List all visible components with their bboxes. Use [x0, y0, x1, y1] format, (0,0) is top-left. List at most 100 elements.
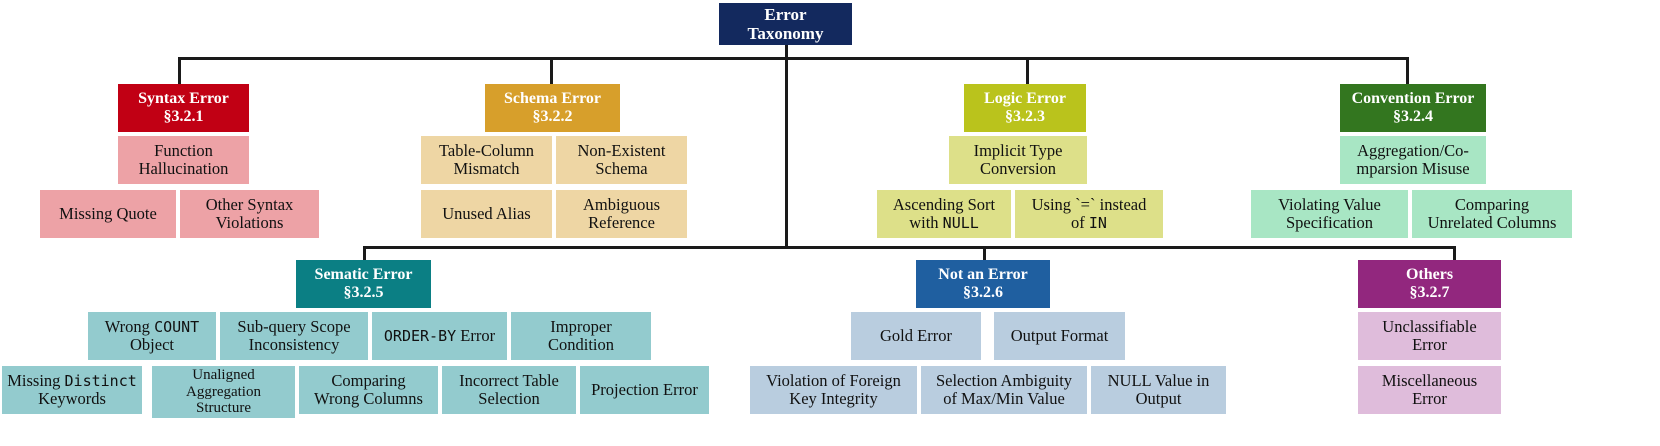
node-line: of IN: [1071, 213, 1107, 232]
node-missing-quote[interactable]: Missing Quote: [40, 190, 176, 238]
node-keyword: IN: [1088, 214, 1107, 232]
node-not-an-error[interactable]: Not an Error §3.2.6: [916, 260, 1050, 308]
node-unused-alias[interactable]: Unused Alias: [421, 190, 552, 238]
node-line: §3.2.2: [532, 108, 573, 125]
node-line: Key Integrity: [789, 389, 878, 408]
node-line: Sematic Error: [314, 266, 413, 284]
node-line: Schema Error: [503, 90, 601, 108]
node-line: NULL Value in: [1107, 370, 1210, 390]
node-line: §3.2.7: [1409, 284, 1450, 301]
connector-root-stem: [785, 44, 788, 59]
node-missing-distinct-keywords[interactable]: Missing Distinct Keywords: [2, 366, 142, 414]
node-table-column-mismatch[interactable]: Table-Column Mismatch: [421, 136, 552, 184]
node-incorrect-table-selection[interactable]: Incorrect Table Selection: [442, 366, 576, 414]
node-line: Error: [764, 4, 807, 24]
node-line: Selection Ambiguity: [935, 370, 1073, 390]
node-line: Violation of Foreign: [766, 370, 901, 390]
node-line: Selection: [478, 389, 540, 408]
node-text: Error: [456, 325, 496, 345]
node-aggregation-comparison-misuse[interactable]: Aggregation/Co- mparsion Misuse: [1340, 136, 1486, 184]
node-line: Table-Column: [438, 140, 535, 160]
node-implicit-type-conversion[interactable]: Implicit Type Conversion: [949, 136, 1087, 184]
node-line: Wrong COUNT: [104, 316, 199, 336]
node-line: §3.2.5: [343, 284, 384, 301]
node-logic-error[interactable]: Logic Error §3.2.3: [964, 84, 1086, 132]
node-comparing-wrong-columns[interactable]: Comparing Wrong Columns: [299, 366, 438, 414]
node-line: Specification: [1285, 213, 1374, 232]
node-selection-ambiguity-max-min[interactable]: Selection Ambiguity of Max/Min Value: [921, 366, 1087, 414]
node-line: §3.2.6: [963, 284, 1003, 301]
node-line: Output Format: [1010, 325, 1109, 345]
connector-drop-others: [1453, 246, 1456, 260]
node-line: Miscellaneous: [1381, 370, 1478, 390]
node-line: Improper: [550, 316, 612, 336]
node-wrong-count-object[interactable]: Wrong COUNT Object: [88, 312, 216, 360]
node-line: Violations: [215, 213, 284, 232]
node-gold-error[interactable]: Gold Error: [851, 312, 981, 360]
node-line: Output: [1135, 389, 1182, 408]
node-output-format[interactable]: Output Format: [994, 312, 1125, 360]
node-line: Wrong Columns: [314, 389, 423, 408]
node-line: Conversion: [979, 159, 1057, 178]
node-line: Error: [1412, 389, 1447, 408]
node-line: mparsion Misuse: [1356, 159, 1470, 178]
node-line: Missing Quote: [59, 203, 157, 223]
node-line: §3.2.3: [1005, 108, 1045, 125]
node-syntax-error[interactable]: Syntax Error §3.2.1: [118, 84, 249, 132]
node-line: Sub-query Scope: [237, 316, 351, 336]
node-function-hallucination[interactable]: Function Hallucination: [118, 136, 249, 184]
node-line: Schema: [595, 159, 648, 178]
connector-top-bus: [178, 57, 1409, 60]
node-line: Others: [1405, 266, 1454, 284]
node-line: Unaligned: [192, 366, 255, 383]
node-violating-value-specification[interactable]: Violating Value Specification: [1251, 190, 1408, 238]
node-order-by-error[interactable]: ORDER-BY Error: [372, 312, 507, 360]
node-keyword: Distinct: [64, 371, 137, 390]
node-violation-of-foreign-key-integrity[interactable]: Violation of Foreign Key Integrity: [750, 366, 917, 414]
node-line: Inconsistency: [248, 335, 340, 354]
connector-drop-syntax: [178, 57, 181, 84]
node-convention-error[interactable]: Convention Error §3.2.4: [1340, 84, 1486, 132]
node-line: Structure: [196, 400, 251, 417]
connector-drop-schema: [550, 57, 553, 84]
node-non-existent-schema[interactable]: Non-Existent Schema: [556, 136, 687, 184]
node-line: §3.2.4: [1393, 108, 1433, 125]
node-line: Comparing: [331, 370, 406, 390]
node-line: Object: [130, 335, 174, 354]
node-error-taxonomy[interactable]: Error Taxonomy: [719, 3, 852, 45]
node-miscellaneous-error[interactable]: Miscellaneous Error: [1358, 366, 1501, 414]
node-using-equals-instead-of-in[interactable]: Using `=` instead of IN: [1015, 190, 1163, 238]
node-other-syntax-violations[interactable]: Other Syntax Violations: [180, 190, 319, 238]
node-improper-condition[interactable]: Improper Condition: [511, 312, 651, 360]
node-line: Missing Distinct: [7, 370, 137, 390]
node-null-value-in-output[interactable]: NULL Value in Output: [1091, 366, 1226, 414]
node-text: Missing: [7, 370, 65, 390]
node-unclassifiable-error[interactable]: Unclassifiable Error: [1358, 312, 1501, 360]
node-projection-error[interactable]: Projection Error: [580, 366, 709, 414]
node-text: of: [1071, 213, 1089, 232]
node-ascending-sort-with-null[interactable]: Ascending Sort with NULL: [877, 190, 1011, 238]
connector-bottom-bus: [363, 246, 1456, 249]
node-line: Keywords: [38, 389, 106, 408]
node-line: with NULL: [909, 213, 979, 232]
connector-drop-sematic: [363, 246, 366, 260]
node-line: Condition: [547, 335, 614, 354]
node-line: Taxonomy: [747, 24, 824, 43]
node-line: Reference: [588, 213, 655, 232]
connector-drop-convention: [1406, 57, 1409, 84]
node-line: Syntax Error: [138, 90, 229, 108]
node-line: Convention Error: [1351, 90, 1475, 108]
node-line: Projection Error: [591, 379, 698, 399]
node-sub-query-scope-inconsistency[interactable]: Sub-query Scope Inconsistency: [220, 312, 368, 360]
node-ambiguous-reference[interactable]: Ambiguous Reference: [556, 190, 687, 238]
node-others[interactable]: Others §3.2.7: [1358, 260, 1501, 308]
node-line: Hallucination: [138, 159, 229, 178]
node-unaligned-aggregation-structure[interactable]: Unaligned Aggregation Structure: [152, 366, 295, 418]
connector-root-trunk: [785, 57, 788, 249]
node-schema-error[interactable]: Schema Error §3.2.2: [485, 84, 620, 132]
node-comparing-unrelated-columns[interactable]: Comparing Unrelated Columns: [1412, 190, 1572, 238]
node-line: §3.2.1: [163, 108, 204, 125]
node-sematic-error[interactable]: Sematic Error §3.2.5: [296, 260, 431, 308]
connector-drop-logic: [1026, 57, 1029, 84]
node-text: Wrong: [104, 316, 155, 336]
